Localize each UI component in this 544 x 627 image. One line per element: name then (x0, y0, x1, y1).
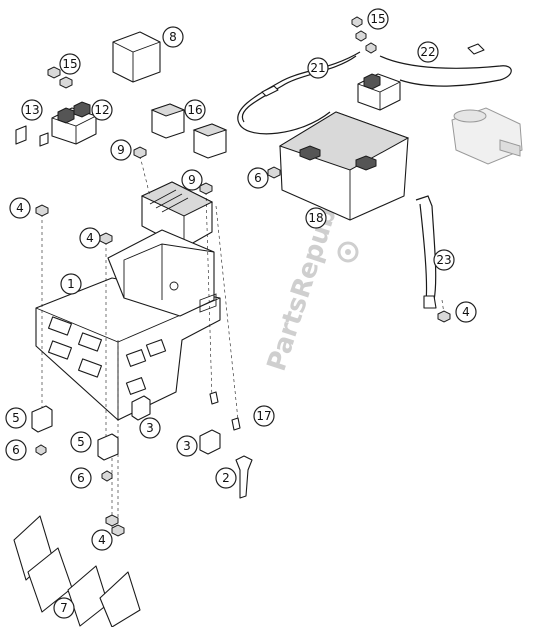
callout-4-cable: 4 (455, 301, 477, 323)
callout-15-right: 15 (367, 8, 389, 30)
svg-text:15: 15 (370, 12, 385, 26)
callout-5-middle: 5 (70, 431, 92, 453)
svg-text:3: 3 (183, 439, 191, 453)
callout-4-top-left: 4 (9, 197, 31, 219)
part-6-nuts-bottom (35, 444, 113, 482)
callout-18: 18 (305, 207, 327, 229)
svg-text:6: 6 (77, 471, 85, 485)
svg-text:3: 3 (146, 421, 154, 435)
svg-text:5: 5 (12, 411, 20, 425)
part-17-connector (209, 391, 241, 431)
callout-9-left: 9 (110, 139, 132, 161)
part-5-rubber-mounts (31, 405, 119, 461)
part-22-cable (379, 43, 512, 87)
svg-text:9: 9 (188, 173, 196, 187)
part-23-cable (415, 195, 437, 309)
svg-text:12: 12 (94, 103, 109, 117)
svg-text:17: 17 (256, 409, 271, 423)
part-1-battery-frame (35, 229, 221, 421)
callout-1: 1 (60, 273, 82, 295)
part-12-starter-relay (51, 101, 97, 145)
callout-16: 16 (184, 99, 206, 121)
svg-text:21: 21 (310, 61, 325, 75)
part-7-pads (13, 515, 141, 627)
svg-text:2: 2 (222, 471, 230, 485)
svg-text:7: 7 (60, 601, 68, 615)
callout-22: 22 (417, 41, 439, 63)
part-4-bolts (35, 204, 451, 537)
part-6-nut-battery (267, 166, 281, 179)
callout-6-battery: 6 (247, 167, 269, 189)
callout-9-right: 9 (181, 169, 203, 191)
callout-3-right: 3 (176, 435, 198, 457)
callout-2: 2 (215, 467, 237, 489)
callout-8: 8 (162, 26, 184, 48)
svg-text:23: 23 (436, 253, 451, 267)
callout-4-frame: 4 (79, 227, 101, 249)
callout-7: 7 (53, 597, 75, 619)
svg-text:18: 18 (308, 211, 323, 225)
callout-5-left: 5 (5, 407, 27, 429)
svg-text:8: 8 (169, 30, 177, 44)
part-9-nuts (133, 146, 213, 195)
svg-text:4: 4 (86, 231, 94, 245)
callout-3-left: 3 (139, 417, 161, 439)
part-16-fuse-boxes (150, 103, 228, 159)
svg-text:13: 13 (24, 103, 39, 117)
callout-23: 23 (433, 249, 455, 271)
part-15-nuts-left (47, 66, 73, 89)
svg-text:4: 4 (462, 305, 470, 319)
svg-text:6: 6 (12, 443, 20, 457)
part-13-clip (15, 125, 49, 147)
part-18-battery (278, 111, 410, 221)
callout-12: 12 (91, 99, 113, 121)
callout-6-middle: 6 (70, 467, 92, 489)
starter-motor (451, 107, 523, 165)
callout-21: 21 (307, 57, 329, 79)
part-2-clip (235, 455, 253, 499)
callout-6-left: 6 (5, 439, 27, 461)
relay-near-battery (357, 73, 401, 111)
callout-13: 13 (21, 99, 43, 121)
part-15-nuts-right (351, 16, 377, 54)
svg-text:6: 6 (254, 171, 262, 185)
watermark-gear-icon (337, 241, 359, 263)
callout-17: 17 (253, 405, 275, 427)
svg-text:5: 5 (77, 435, 85, 449)
svg-text:22: 22 (420, 45, 435, 59)
part-3-rubber-mounts (131, 395, 221, 455)
part-8-rubber-block (112, 31, 161, 83)
callout-4-bottom: 4 (91, 529, 113, 551)
svg-text:15: 15 (62, 57, 77, 71)
svg-text:16: 16 (187, 103, 202, 117)
callout-15-left: 15 (59, 53, 81, 75)
svg-text:1: 1 (67, 277, 75, 291)
svg-text:4: 4 (98, 533, 106, 547)
assembly-lines (41, 155, 445, 532)
svg-text:9: 9 (117, 143, 125, 157)
svg-text:4: 4 (16, 201, 24, 215)
